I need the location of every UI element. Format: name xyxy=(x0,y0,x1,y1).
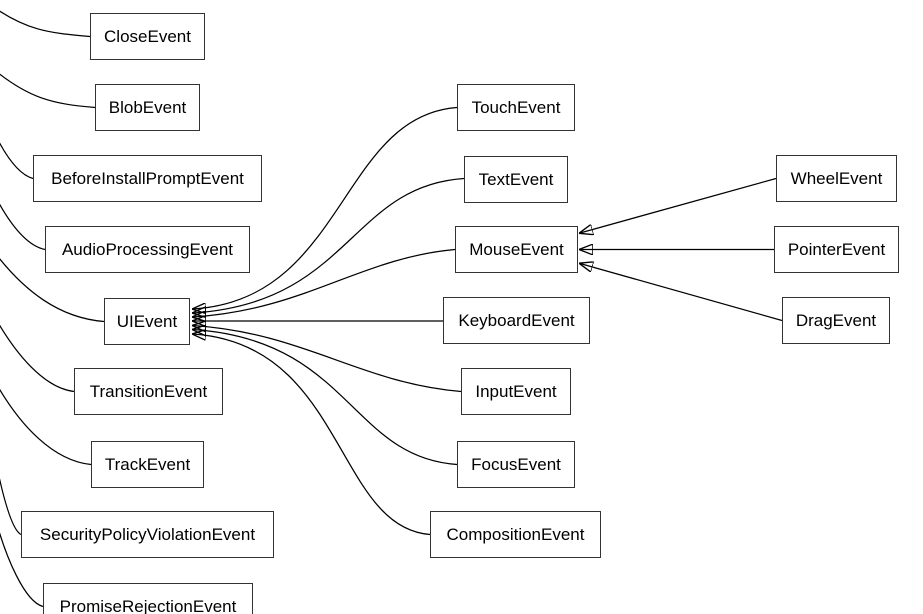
edge-inputevent-to-uievent xyxy=(193,326,462,393)
node-touchevent: TouchEvent xyxy=(457,84,575,131)
edge-wheelevent-to-mouseevent xyxy=(580,177,777,234)
node-dragevent: DragEvent xyxy=(782,297,890,344)
edge-securitypolicyviolationevent-to-offscreen xyxy=(0,477,22,536)
edge-textevent-to-uievent xyxy=(193,177,465,314)
edge-blobevent-to-offscreen xyxy=(0,73,96,109)
node-textevent: TextEvent xyxy=(464,156,568,203)
node-securitypolicyviolationevent: SecurityPolicyViolationEvent xyxy=(21,511,274,558)
edge-audioprocessingevent-to-offscreen xyxy=(0,203,46,251)
node-uievent: UIEvent xyxy=(104,298,190,345)
node-transitionevent: TransitionEvent xyxy=(74,368,223,415)
node-closeevent: CloseEvent xyxy=(90,13,205,60)
node-keyboardevent: KeyboardEvent xyxy=(443,297,590,344)
node-audioprocessingevent: AudioProcessingEvent xyxy=(45,226,250,273)
edge-compositionevent-to-uievent xyxy=(193,334,431,536)
edge-transitionevent-to-offscreen xyxy=(0,324,75,393)
edge-uievent-to-offscreen xyxy=(0,258,105,323)
node-blobevent: BlobEvent xyxy=(95,84,200,131)
node-focusevent: FocusEvent xyxy=(457,441,575,488)
edge-closeevent-to-offscreen xyxy=(0,10,91,38)
node-compositionevent: CompositionEvent xyxy=(430,511,601,558)
edge-mouseevent-to-uievent xyxy=(193,248,456,318)
node-trackevent: TrackEvent xyxy=(91,441,204,488)
node-wheelevent: WheelEvent xyxy=(776,155,897,202)
edge-promiserejectionevent-to-offscreen xyxy=(0,532,44,608)
node-beforeinstallpromptevent: BeforeInstallPromptEvent xyxy=(33,155,262,202)
edge-touchevent-to-uievent xyxy=(193,106,458,310)
edge-dragevent-to-mouseevent xyxy=(580,264,783,322)
edge-trackevent-to-offscreen xyxy=(0,388,92,466)
node-mouseevent: MouseEvent xyxy=(455,226,578,273)
node-pointerevent: PointerEvent xyxy=(774,226,899,273)
node-inputevent: InputEvent xyxy=(461,368,571,415)
edge-beforeinstallpromptevent-to-offscreen xyxy=(0,142,34,180)
edge-focusevent-to-uievent xyxy=(193,330,458,466)
node-promiserejectionevent: PromiseRejectionEvent xyxy=(43,583,253,614)
